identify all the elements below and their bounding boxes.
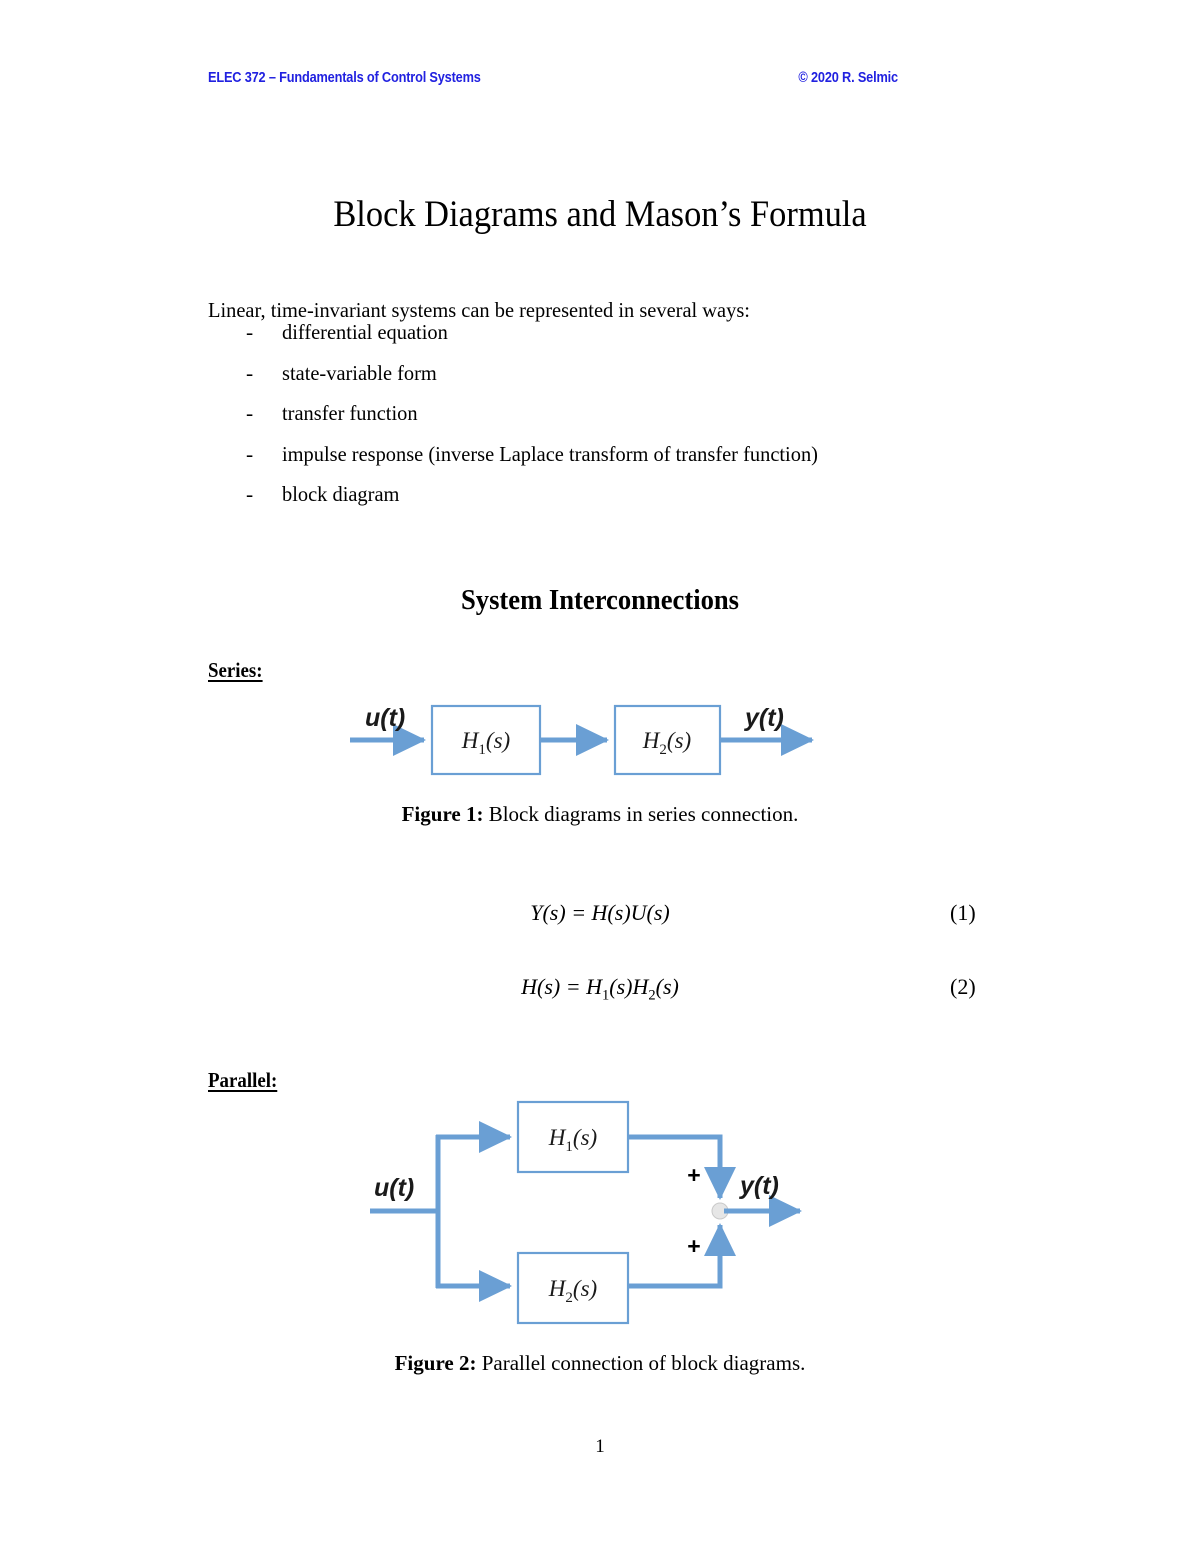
list-dash-marker: - — [246, 482, 254, 506]
fig2-block-h2 — [516, 1251, 630, 1325]
equation-2-operator: = — [560, 974, 587, 999]
fig1-input-label: u(t) — [365, 704, 405, 732]
fig2-input-label: u(t) — [374, 1174, 414, 1202]
list-item-label: transfer function — [282, 401, 418, 425]
fig2-h2-arg: (s) — [573, 1276, 597, 1301]
fig2-block-h1 — [516, 1100, 630, 1174]
equation-1-body: Y(s) = H(s)U(s) — [0, 900, 1200, 926]
fig1-block-h2 — [613, 704, 722, 776]
page-number: 1 — [595, 1436, 605, 1457]
list-item: - state-variable form — [208, 361, 1028, 402]
fig2-sign-top: + — [687, 1162, 700, 1188]
list-item-label: impulse response (inverse Laplace transf… — [282, 441, 818, 466]
fig1-h1-arg: (s) — [486, 728, 510, 753]
equation-1-lhs: Y(s) — [530, 900, 566, 925]
fig1-h2-arg: (s) — [667, 728, 691, 753]
section-heading-system-interconnections: System Interconnections — [460, 585, 740, 617]
list-dash-marker: - — [246, 401, 254, 425]
list-item: - differential equation — [208, 320, 1028, 361]
figure-2-parallel-block-diagram: H1(s) H2(s) u(t) y(t) + + — [0, 1088, 1200, 1343]
list-item: - transfer function — [208, 401, 1028, 442]
fig2-h2-sub: 2 — [565, 1290, 573, 1306]
equation-row-2: H(s) = H1(s)H2(s) (2) — [0, 974, 1200, 1036]
figure-2-caption-label: Figure 2: — [394, 1351, 477, 1375]
equation-2-rhs-h2-sub: 2 — [648, 987, 656, 1004]
representation-list: - differential equation - state-variable… — [208, 320, 1028, 523]
equation-2-number: (2) — [950, 974, 976, 999]
equation-2-rhs-h2-arg: (s) — [655, 974, 679, 999]
figure-1-caption-label: Figure 1: — [401, 802, 484, 826]
fig2-output-label: y(t) — [738, 1172, 779, 1200]
fig2-block-h2-label: H2(s) — [548, 1276, 597, 1306]
page-title: Block Diagrams and Mason’s Formula — [333, 193, 867, 235]
equation-row-1: Y(s) = H(s)U(s) (1) — [0, 900, 1200, 962]
subsection-heading-series: Series: — [208, 658, 263, 682]
fig2-h2-base: H — [548, 1276, 567, 1301]
header-copyright-label: © 2020 R. Selmic — [798, 70, 898, 86]
list-item-label: state-variable form — [282, 360, 437, 385]
equation-1-number: (1) — [950, 900, 976, 925]
equation-2-body: H(s) = H1(s)H2(s) — [0, 974, 1200, 1004]
list-item: - impulse response (inverse Laplace tran… — [208, 442, 1028, 483]
fig2-sign-bottom: + — [687, 1233, 700, 1259]
figure-1-series-block-diagram: H1(s) H2(s) u(t) y(t) — [0, 688, 1200, 798]
fig2-h1-arg: (s) — [573, 1125, 597, 1150]
equation-1-operator: = — [565, 900, 592, 925]
equation-block: Y(s) = H(s)U(s) (1) H(s) = H1(s)H2(s) (2… — [0, 900, 1200, 1036]
header-course-label: ELEC 372 – Fundamentals of Control Syste… — [208, 70, 481, 86]
equation-2-rhs-h1-base: H — [586, 974, 602, 999]
subsection-heading-parallel: Parallel: — [208, 1068, 278, 1092]
fig1-h1-sub: 1 — [478, 742, 486, 758]
fig1-output-label: y(t) — [743, 704, 784, 732]
equation-1-rhs: H(s)U(s) — [591, 900, 670, 925]
intro-paragraph: Linear, time-invariant systems can be re… — [208, 298, 750, 323]
fig1-block-h1-label: H1(s) — [461, 728, 510, 758]
list-dash-marker: - — [246, 360, 254, 385]
figure-2-caption-text: Parallel connection of block diagrams. — [481, 1351, 806, 1375]
figure-1-caption-text: Block diagrams in series connection. — [488, 802, 799, 826]
equation-2-lhs: H(s) — [521, 974, 561, 999]
fig1-h2-base: H — [642, 728, 661, 753]
equation-2-rhs-h1-sub: 1 — [602, 987, 610, 1004]
fig1-h1-base: H — [461, 728, 480, 753]
page-running-header: ELEC 372 – Fundamentals of Control Syste… — [208, 70, 898, 86]
fig2-bottom-output-path — [628, 1222, 736, 1289]
fig2-block-h1-label: H1(s) — [548, 1125, 597, 1155]
fig1-block-h2-label: H2(s) — [642, 728, 691, 758]
fig2-h1-sub: 1 — [565, 1139, 573, 1155]
list-item-label: differential equation — [282, 320, 448, 344]
fig1-h2-sub: 2 — [659, 742, 667, 758]
figure-2-caption: Figure 2: Parallel connection of block d… — [0, 1351, 1200, 1376]
equation-2-rhs-h1-arg: (s) — [609, 974, 633, 999]
list-dash-marker: - — [246, 320, 254, 344]
list-dash-marker: - — [246, 441, 254, 466]
figure-1-caption: Figure 1: Block diagrams in series conne… — [0, 802, 1200, 827]
list-item-label: block diagram — [282, 482, 400, 506]
intro-text: Linear, time-invariant systems can be re… — [208, 297, 750, 322]
equation-2-rhs-h2-base: H — [632, 974, 649, 999]
fig2-h1-base: H — [548, 1125, 567, 1150]
list-item: - block diagram — [208, 482, 1028, 523]
fig2-top-output-path — [628, 1134, 736, 1201]
